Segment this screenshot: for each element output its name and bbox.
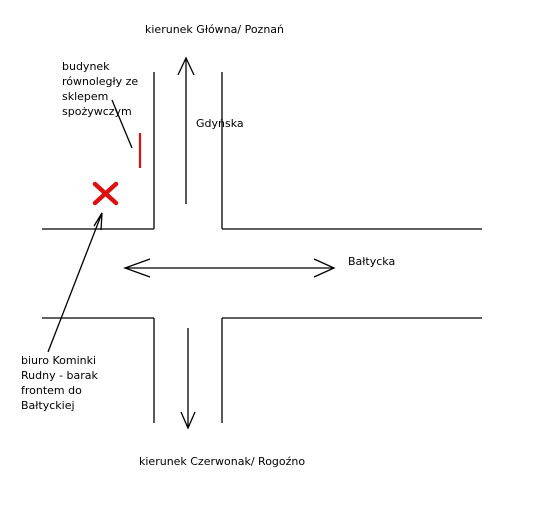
- office-pointer-arrowhead: [93, 212, 103, 231]
- south-arrowhead: [180, 411, 196, 430]
- south-direction-label: kierunek Czerwonak/ Rogoźno: [139, 455, 306, 468]
- office-note: biuro Kominki Rudny - barak frontem do B…: [21, 353, 98, 413]
- office-pointer-line: [47, 212, 103, 353]
- building-note-line-4: spożywczym: [62, 105, 132, 118]
- baltycka-street-label: Bałtycka: [348, 255, 396, 268]
- office-note-line-2: Rudny - barak: [21, 369, 98, 382]
- gdynska-street-label: Gdyńska: [196, 117, 244, 130]
- office-note-line-1: biuro Kominki: [21, 354, 97, 367]
- office-note-line-4: Bałtyckiej: [21, 399, 75, 412]
- building-note-line-1: budynek: [62, 60, 110, 73]
- office-x-marker-icon: [92, 181, 119, 206]
- building-pointer-line: [111, 99, 133, 149]
- building-note: budynek równoległy ze sklepem spożywczym: [62, 59, 138, 119]
- east-arrowhead: [313, 258, 336, 278]
- north-direction-label: kierunek Główna/ Poznań: [145, 23, 285, 36]
- west-arrowhead: [123, 258, 151, 278]
- office-note-line-3: frontem do: [21, 384, 82, 397]
- building-note-line-2: równoległy ze: [62, 75, 139, 88]
- building-note-line-3: sklepem: [62, 90, 109, 103]
- north-arrowhead: [177, 56, 195, 76]
